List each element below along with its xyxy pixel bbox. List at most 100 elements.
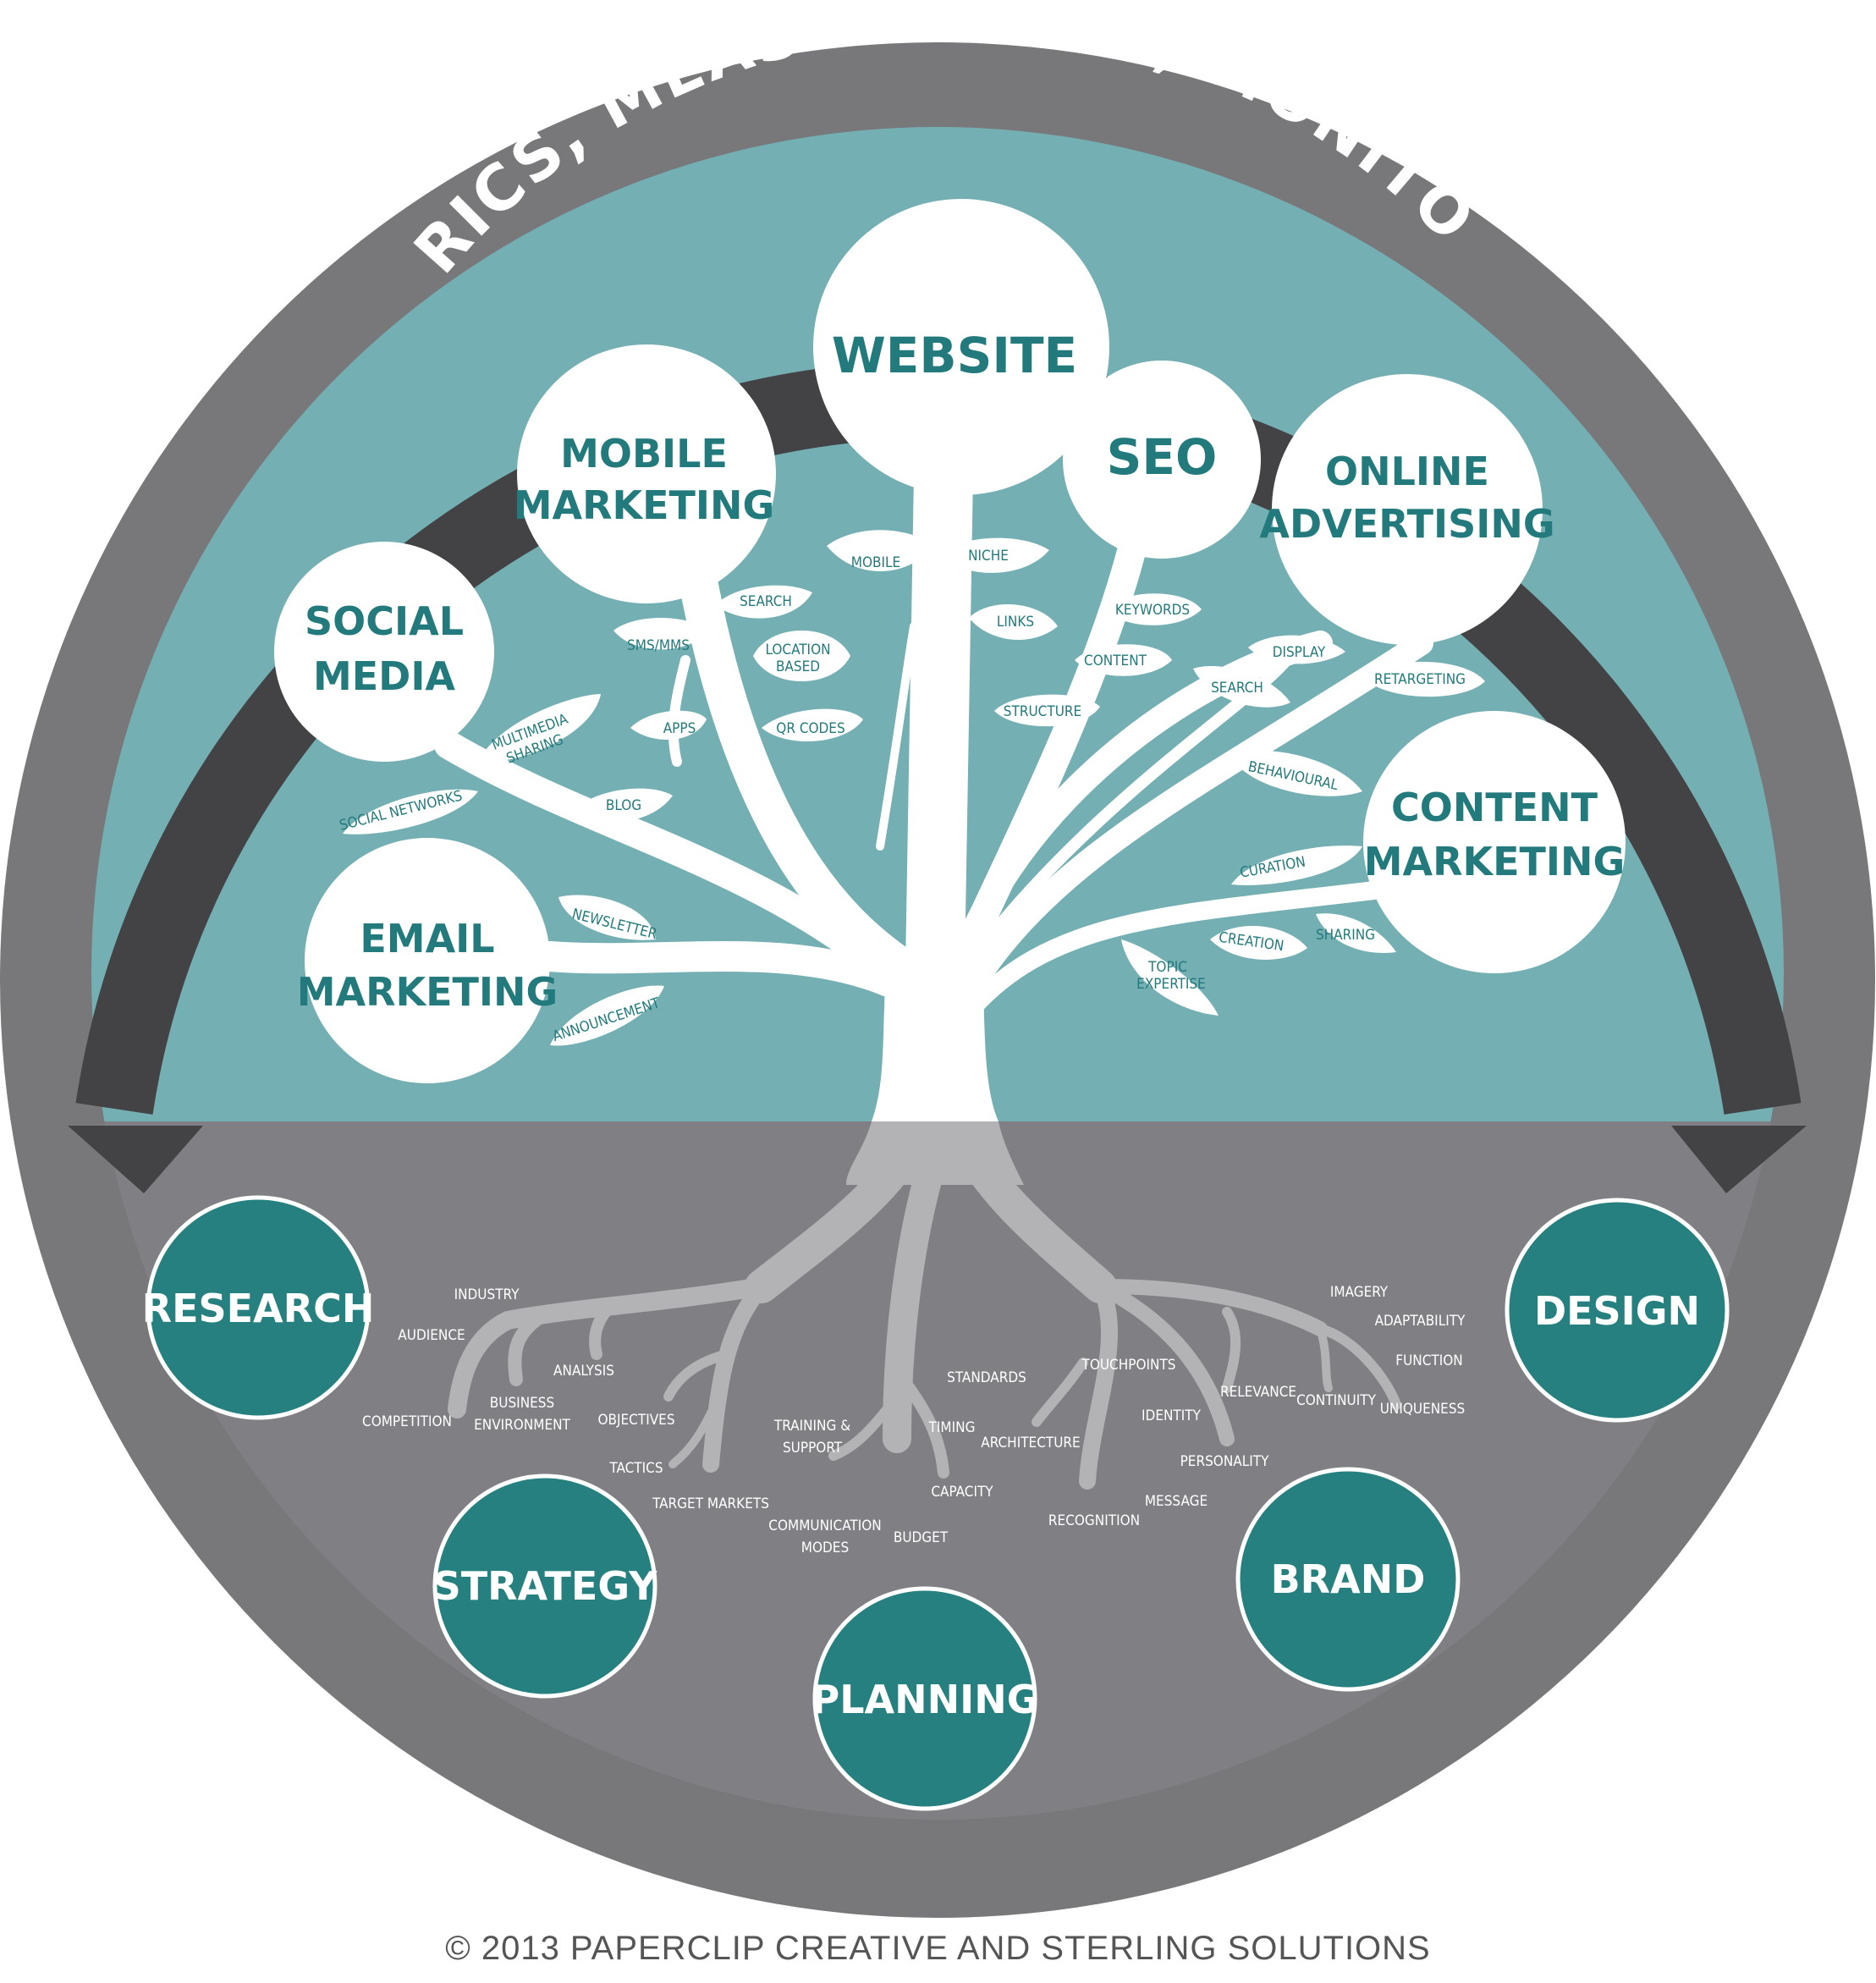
svg-text:AUDIENCE: AUDIENCE: [398, 1327, 465, 1344]
svg-text:MARKETING: MARKETING: [514, 482, 775, 528]
leaf-creation: CREATION: [1210, 925, 1307, 960]
svg-text:CAPACITY: CAPACITY: [931, 1484, 993, 1501]
svg-text:WEBSITE: WEBSITE: [832, 327, 1077, 384]
svg-text:QR CODES: QR CODES: [776, 720, 844, 737]
branch-social-media: SOCIAL MEDIA: [274, 542, 494, 762]
svg-text:OBJECTIVES: OBJECTIVES: [597, 1412, 674, 1429]
svg-text:STRATEGY: STRATEGY: [433, 1563, 658, 1609]
svg-text:TARGET MARKETS: TARGET MARKETS: [652, 1496, 769, 1512]
svg-text:IDENTITY: IDENTITY: [1142, 1407, 1202, 1424]
svg-text:EXPERTISE: EXPERTISE: [1136, 976, 1206, 993]
leaf-niche: NICHE: [939, 537, 1049, 573]
branch-email-marketing: EMAIL MARKETING: [297, 838, 558, 1083]
svg-text:SEO: SEO: [1107, 428, 1218, 486]
svg-text:TRAINING &: TRAINING &: [773, 1418, 850, 1435]
root-strategy: STRATEGY: [432, 1473, 658, 1699]
svg-text:UNIQUENESS: UNIQUENESS: [1380, 1401, 1466, 1418]
svg-text:MARKETING: MARKETING: [1364, 839, 1626, 884]
svg-text:TOUCHPOINTS: TOUCHPOINTS: [1081, 1357, 1175, 1374]
svg-text:COMPETITION: COMPETITION: [362, 1413, 452, 1430]
svg-text:RESEARCH: RESEARCH: [142, 1286, 375, 1331]
branch-online-advertising: ONLINE ADVERTISING: [1259, 374, 1555, 645]
svg-text:INDUSTRY: INDUSTRY: [454, 1286, 520, 1303]
svg-text:TACTICS: TACTICS: [608, 1460, 663, 1477]
svg-text:RECOGNITION: RECOGNITION: [1048, 1512, 1140, 1529]
svg-text:IMAGERY: IMAGERY: [1330, 1284, 1389, 1301]
leaf-keywords: KEYWORDS: [1104, 593, 1202, 625]
svg-text:BLOG: BLOG: [606, 797, 641, 814]
tree-branches: [434, 444, 1433, 1016]
leaf-search-ads: SEARCH: [1193, 665, 1290, 708]
leaves: MOBILE NICHE SEARCH SMS/MMS LOCATIONBASE…: [338, 530, 1485, 1046]
svg-text:CONTINUITY: CONTINUITY: [1296, 1392, 1376, 1409]
svg-text:ADVERTISING: ADVERTISING: [1259, 501, 1554, 547]
svg-text:DISPLAY: DISPLAY: [1273, 644, 1326, 661]
svg-text:PERSONALITY: PERSONALITY: [1180, 1453, 1270, 1470]
root-research: RESEARCH: [142, 1195, 375, 1420]
svg-text:ARCHITECTURE: ARCHITECTURE: [981, 1435, 1080, 1451]
svg-text:ENVIRONMENT: ENVIRONMENT: [474, 1417, 570, 1434]
svg-text:DESIGN: DESIGN: [1534, 1288, 1700, 1334]
svg-text:MOBILE: MOBILE: [851, 554, 900, 571]
svg-text:NICHE: NICHE: [968, 548, 1009, 565]
root-planning: PLANNING: [811, 1586, 1039, 1811]
svg-text:MARKETING: MARKETING: [297, 969, 558, 1015]
svg-text:MEDIA: MEDIA: [313, 653, 455, 699]
root-words: INDUSTRY AUDIENCE ANALYSIS COMPETITION B…: [362, 1284, 1466, 1556]
leaf-links: LINKS: [969, 603, 1058, 641]
svg-text:ADAPTABILITY: ADAPTABILITY: [1375, 1313, 1466, 1330]
svg-text:MOBILE: MOBILE: [560, 431, 728, 476]
svg-text:SOCIAL: SOCIAL: [305, 598, 464, 644]
svg-text:BRAND: BRAND: [1271, 1556, 1426, 1602]
branch-content-marketing: CONTENT MARKETING: [1363, 711, 1626, 973]
svg-text:MODES: MODES: [801, 1540, 849, 1556]
svg-text:CONTENT: CONTENT: [1084, 653, 1147, 669]
svg-text:CONTENT: CONTENT: [1391, 785, 1598, 830]
branch-mobile-marketing: MOBILE MARKETING: [514, 344, 776, 603]
svg-text:ONLINE: ONLINE: [1325, 449, 1489, 494]
leaf-qr: QR CODES: [762, 708, 863, 742]
branch-website: WEBSITE: [813, 199, 1109, 495]
leaf-retargeting: RETARGETING: [1362, 661, 1485, 697]
svg-text:SEARCH: SEARCH: [1211, 680, 1263, 697]
svg-text:APPS: APPS: [663, 720, 696, 737]
copyright: © 2013 PAPERCLIP CREATIVE AND STERLING S…: [445, 1930, 1431, 1967]
svg-text:BASED: BASED: [776, 658, 820, 675]
svg-text:TOPIC: TOPIC: [1147, 959, 1187, 976]
svg-text:FUNCTION: FUNCTION: [1395, 1352, 1462, 1369]
branch-seo: SEO: [1063, 361, 1261, 559]
svg-text:BUDGET: BUDGET: [894, 1529, 949, 1546]
leaf-sharing: SHARING: [1316, 913, 1396, 953]
svg-text:BUSINESS: BUSINESS: [490, 1395, 554, 1412]
root-design: DESIGN: [1505, 1198, 1730, 1423]
svg-text:PLANNING: PLANNING: [811, 1677, 1039, 1722]
svg-text:STRUCTURE: STRUCTURE: [1004, 703, 1081, 720]
svg-text:SEARCH: SEARCH: [740, 593, 792, 610]
leaf-display: DISPLAY: [1248, 635, 1345, 664]
svg-text:TIMING: TIMING: [928, 1419, 976, 1436]
svg-text:LOCATION: LOCATION: [765, 642, 830, 658]
svg-text:ANALYSIS: ANALYSIS: [553, 1363, 614, 1380]
svg-text:MESSAGE: MESSAGE: [1145, 1493, 1208, 1510]
leaf-blog: BLOG: [575, 788, 673, 822]
svg-text:SMS/MMS: SMS/MMS: [627, 637, 690, 654]
leaf-search-mobile: SEARCH: [715, 585, 812, 619]
svg-text:COMMUNICATION: COMMUNICATION: [768, 1518, 881, 1534]
svg-text:LINKS: LINKS: [997, 614, 1034, 631]
root-brand: BRAND: [1235, 1467, 1461, 1692]
svg-text:SHARING: SHARING: [1316, 927, 1375, 944]
svg-text:SUPPORT: SUPPORT: [783, 1440, 843, 1457]
leaf-mobile: MOBILE: [827, 530, 935, 571]
svg-text:RELEVANCE: RELEVANCE: [1220, 1384, 1296, 1401]
leaf-content: CONTENT: [1075, 644, 1172, 676]
leaf-sms: SMS/MMS: [613, 618, 711, 654]
leaf-structure: STRUCTURE: [994, 694, 1100, 727]
svg-text:STANDARDS: STANDARDS: [947, 1369, 1026, 1386]
svg-text:EMAIL: EMAIL: [360, 916, 494, 961]
leaf-apps: APPS: [630, 710, 707, 740]
svg-text:RETARGETING: RETARGETING: [1374, 671, 1466, 688]
svg-text:KEYWORDS: KEYWORDS: [1115, 602, 1190, 619]
